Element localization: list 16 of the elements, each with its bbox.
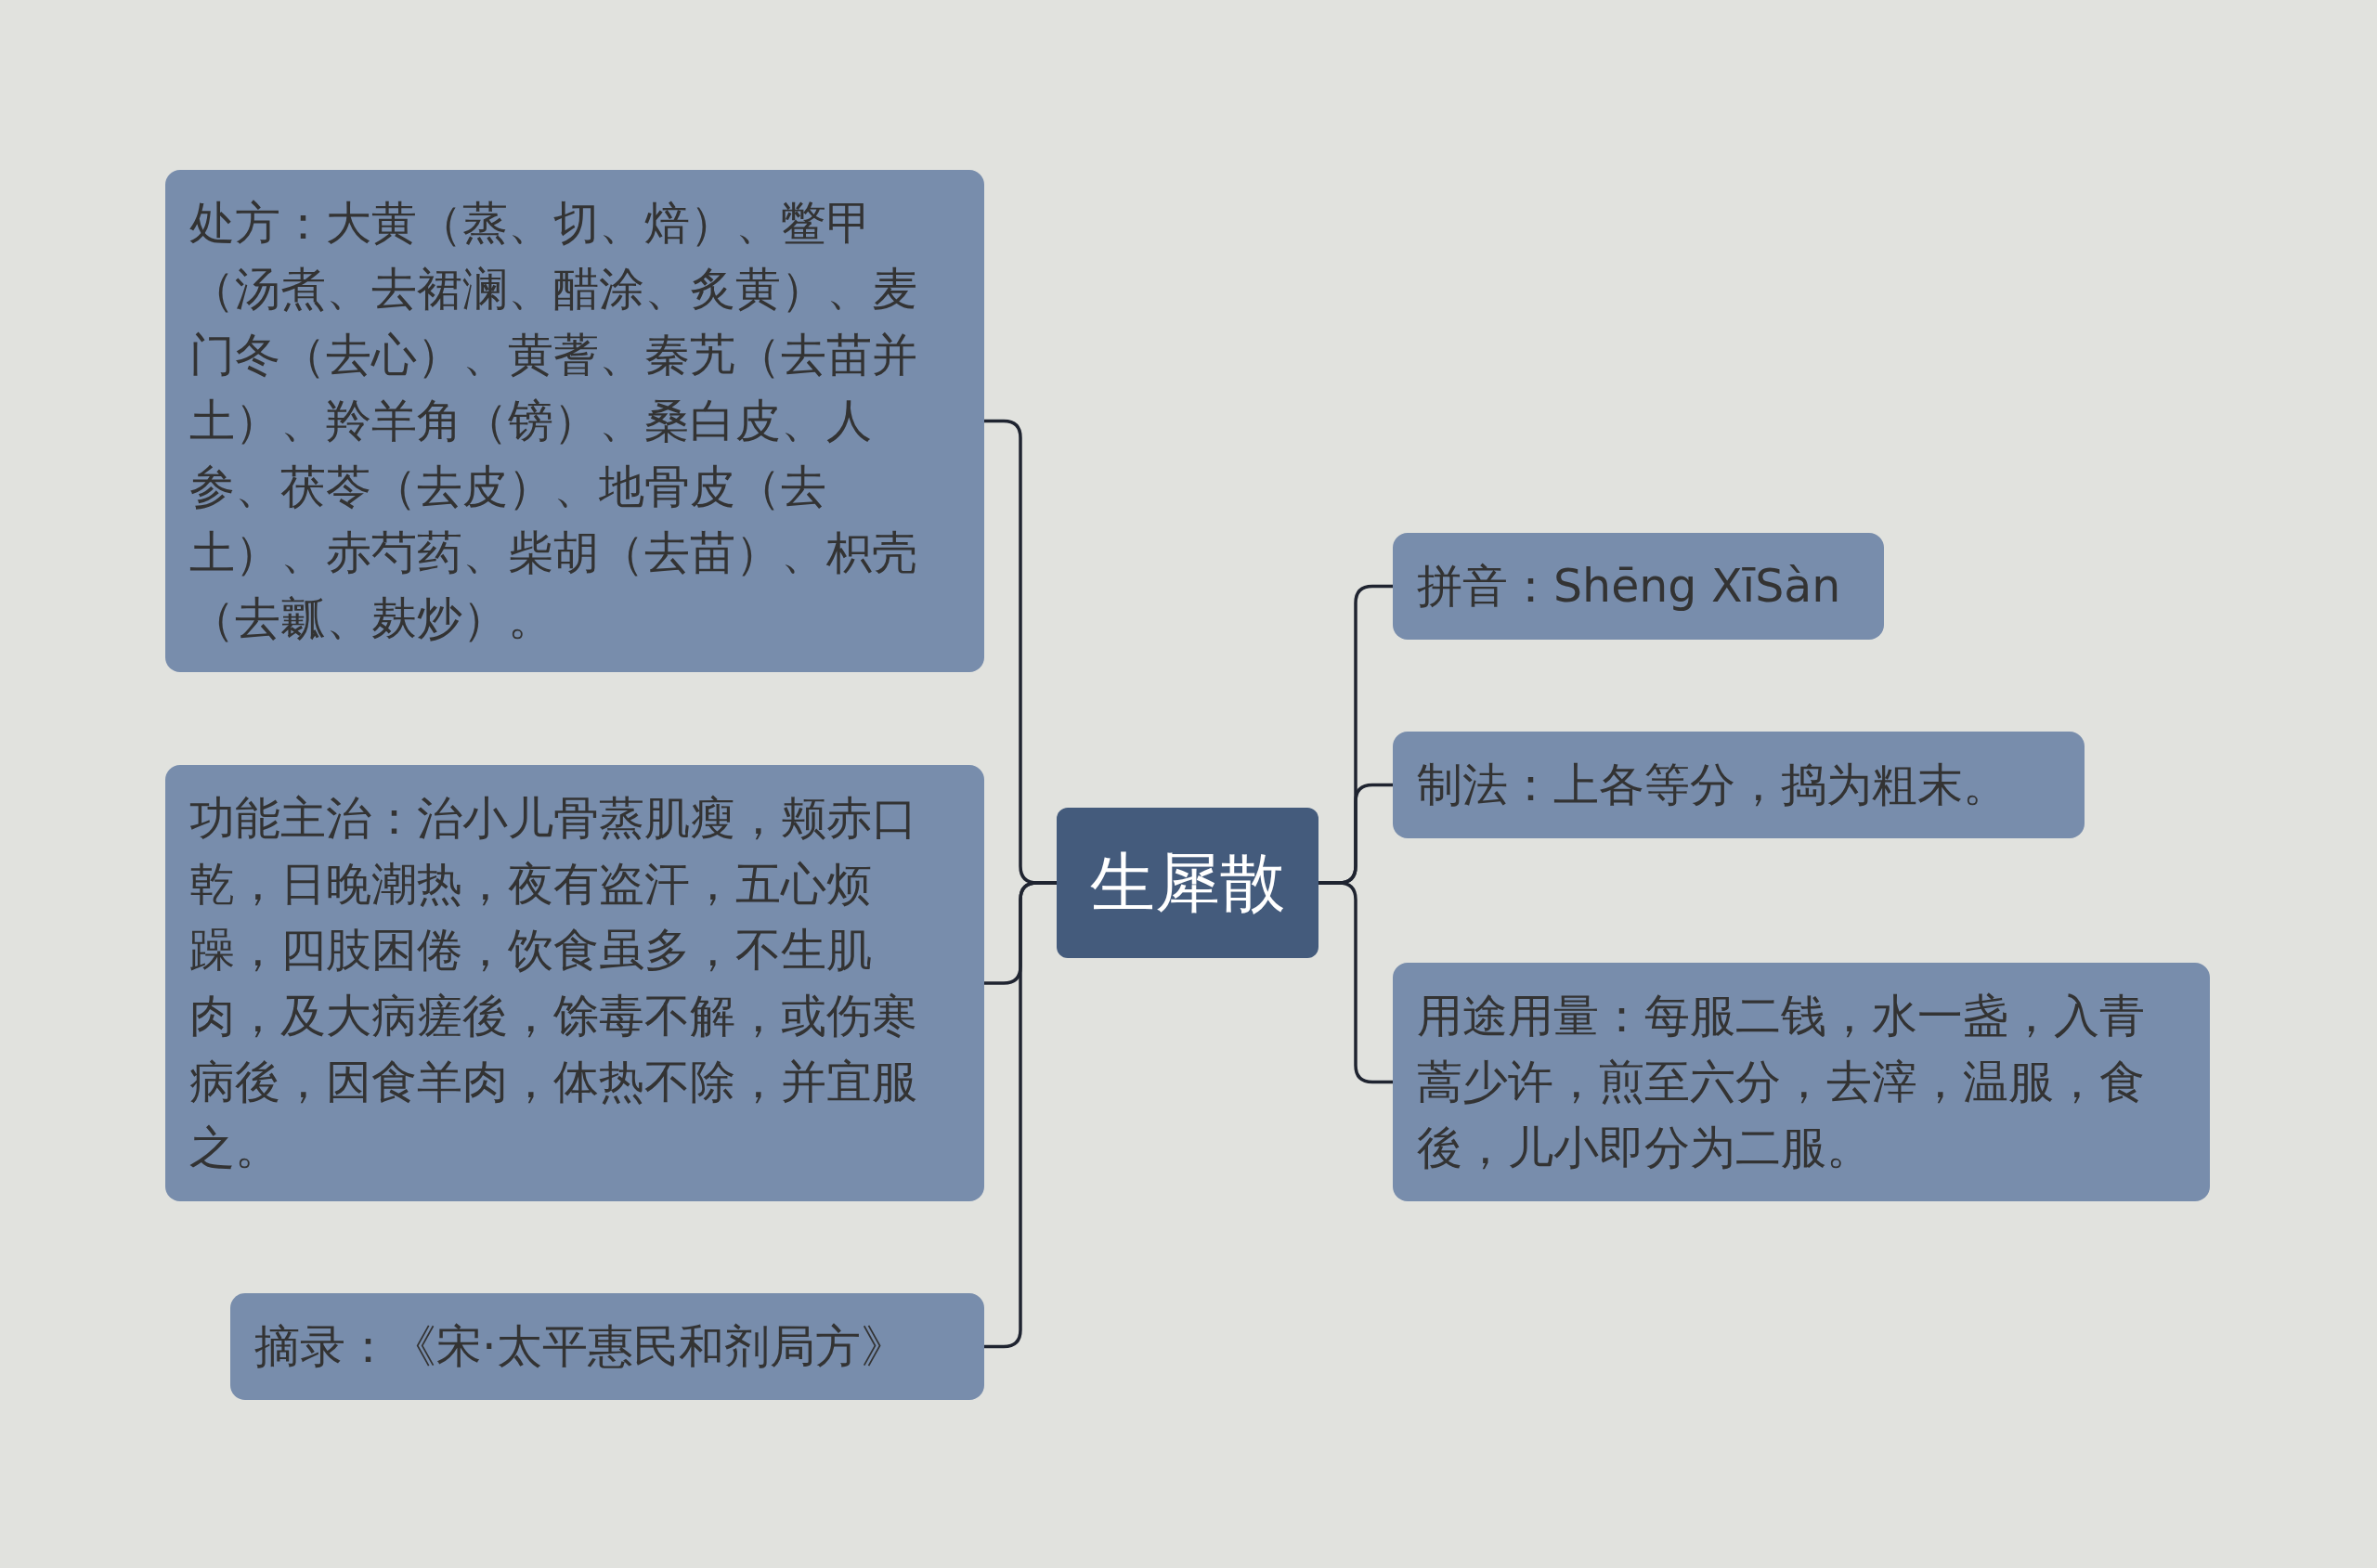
central-topic-box [1057,808,1318,958]
topic-box [165,170,984,672]
topic-text: 功能主治：治小儿骨蒸肌瘦，颊赤口乾，日晚潮热，夜有盗汗，五心烦躁，四肢困倦，饮食虽多，不生肌肉，及大病瘥後，馀毒不解，或伤寒病後，因食羊肉，体热不除，并宜服之。 [189,791,918,1176]
topic-box [1393,533,1884,640]
topic-text: 摘录：《宋·太平惠民和剂局方》 [254,1319,907,1375]
topic-box [1393,732,2085,838]
topic-box [165,765,984,1201]
topic-text: 处方：大黄（蒸、切、焙）、鳖甲（汤煮、去裙澜、醋涂、炙黄）、麦门冬（去心）、黄蓍、秦艽（去苗并土）、羚羊角（镑）、桑白皮、人参、茯苓（去皮）、地骨皮（去土）、赤芍药、柴胡（去苗）、枳壳（去瓤、麸炒）。 [189,196,918,647]
topic-text: 生犀散 [1090,844,1285,923]
topic-text: 拼音：Shēng XīSàn [1417,559,1842,615]
topic-text: 制法：上各等分，捣为粗末。 [1417,758,2009,813]
connector-line [1318,881,1393,1084]
topic-box [1393,963,2210,1201]
topic-text: 用途用量：每服二钱，水一盏，入青蒿少许，煎至六分，去滓，温服，食後，儿小即分为二服。 [1417,989,2146,1176]
topic-box [230,1293,984,1400]
connector-line [984,881,1057,1349]
